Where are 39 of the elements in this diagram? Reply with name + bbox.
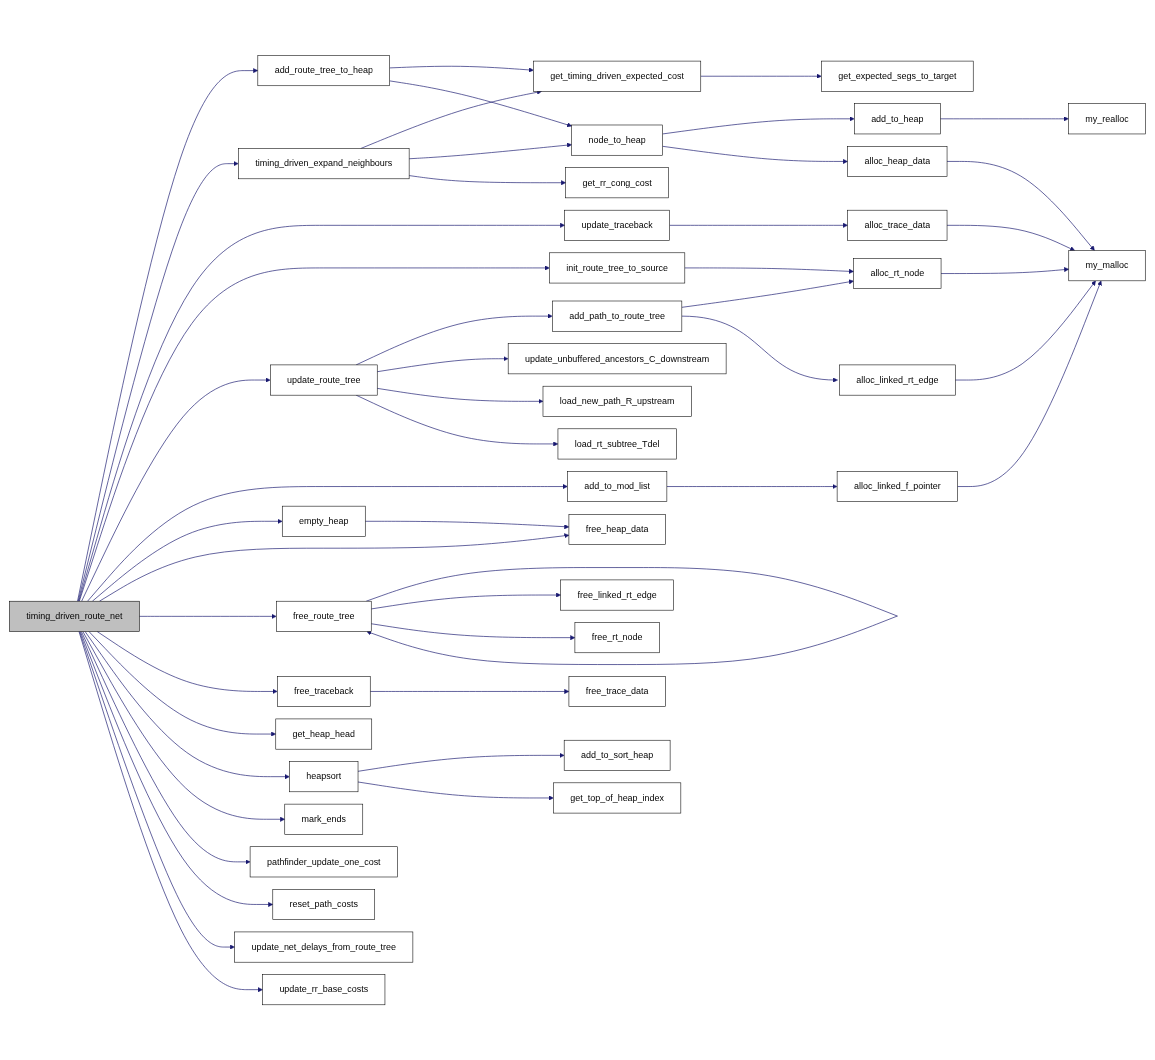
node-box: timing_driven_route_net [9,600,140,632]
node-box: get_heap_head [275,718,373,750]
node-box: get_rr_cong_cost [565,167,669,198]
node-box: get_top_of_heap_index [553,782,682,814]
node-box: add_to_mod_list [567,471,668,502]
node-box: free_route_tree [276,600,372,632]
node-box: add_to_sort_heap [563,739,671,771]
node-box: free_heap_data [568,513,666,545]
node-box: add_to_heap [854,103,941,135]
node-box: update_route_tree [270,364,378,396]
node-box: alloc_rt_node [853,258,942,289]
node-box: free_trace_data [568,675,666,707]
node-box: node_to_heap [571,124,663,156]
node-box: timing_driven_expand_neighbours [238,148,410,179]
node-box: mark_ends [284,803,364,835]
node-box: get_expected_segs_to_target [821,60,974,92]
node-box: add_path_to_route_tree [552,300,683,332]
node-box: add_route_tree_to_heap [257,55,390,86]
node-box: load_new_path_R_upstream [542,385,692,417]
node-box: init_route_tree_to_source [549,252,686,284]
node-box: heapsort [289,761,359,792]
node-box: update_net_delays_from_route_tree [234,931,414,963]
node-box: update_traceback [564,209,670,241]
node-box: pathfinder_update_one_cost [249,846,398,878]
node-box: alloc_linked_f_pointer [836,471,958,502]
node-box: update_rr_base_costs [262,974,386,1005]
node-box: alloc_trace_data [847,209,948,241]
node-box: load_rt_subtree_Tdel [557,428,677,460]
node-box: reset_path_costs [272,888,375,920]
node-box: update_unbuffered_ancestors_C_downstream [507,343,727,374]
node-box: my_realloc [1068,103,1146,135]
node-box: alloc_linked_rt_edge [839,364,956,396]
node-box: alloc_heap_data [847,145,948,177]
node-box: get_timing_driven_expected_cost [533,60,702,92]
node-box: free_rt_node [574,622,660,653]
node-box: free_linked_rt_edge [560,579,674,611]
node-box: empty_heap [282,505,366,537]
node-box: my_malloc [1068,250,1146,281]
node-box: free_traceback [277,675,371,707]
